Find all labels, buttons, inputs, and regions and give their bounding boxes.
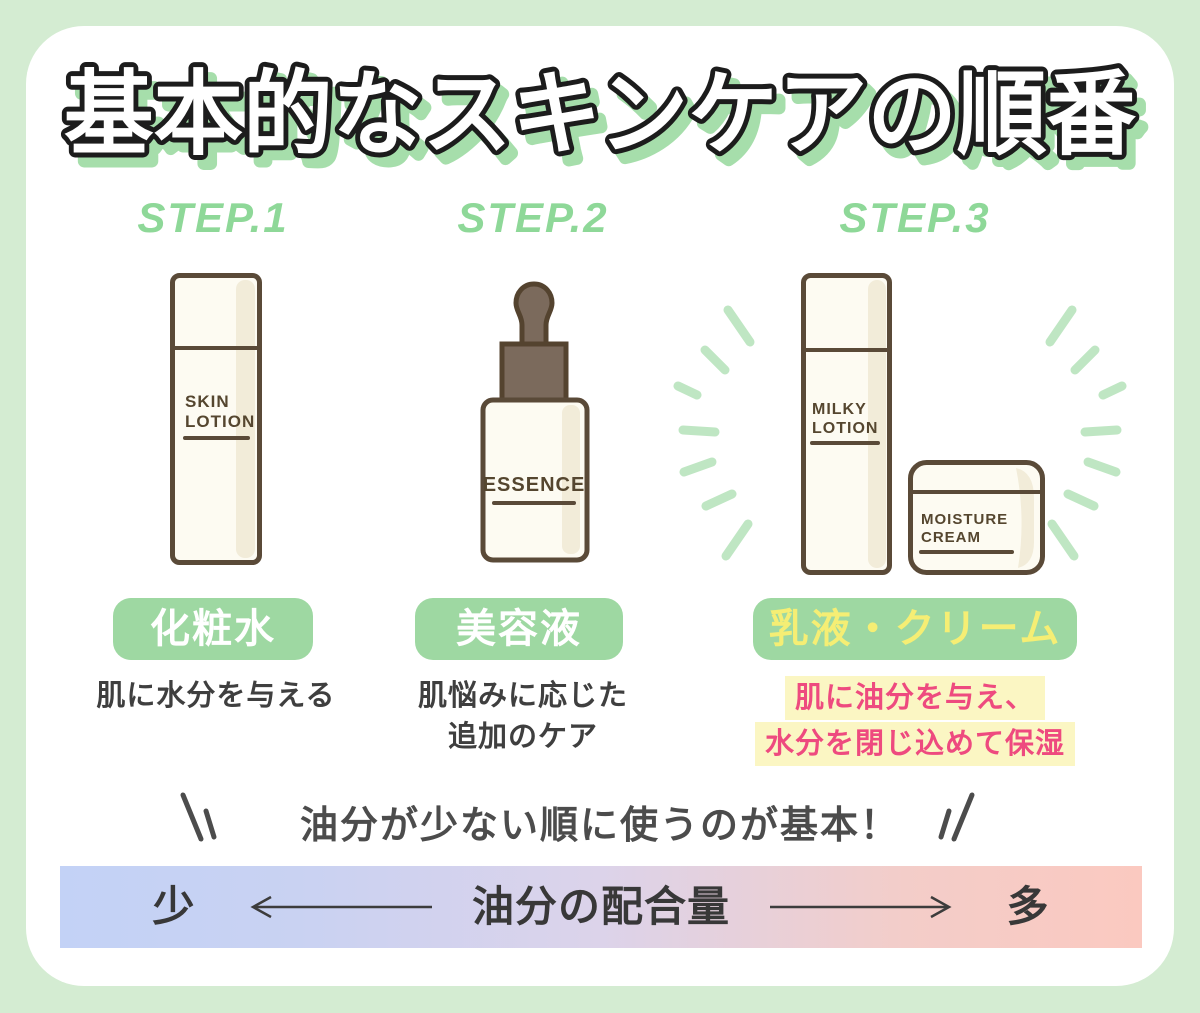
arrow-left-icon <box>250 895 432 919</box>
step2-description-line2: 追加のケア <box>447 721 598 753</box>
step3-description-line1: 肌に油分を与え、 <box>784 676 1045 720</box>
milky-lotion-label-line1: MILKY <box>812 401 867 418</box>
step1-label: STEP.1 <box>137 194 289 241</box>
step1-description: 肌に水分を与える <box>63 676 369 717</box>
scale-right-label: 多 <box>1006 883 1050 930</box>
page-title-art: 基本的なスキンケアの順番 基本的なスキンケアの順番 <box>59 56 1150 183</box>
skin-lotion-label-line1: SKIN <box>185 392 230 411</box>
badge-kesyousui: 化粧水 <box>113 598 313 660</box>
page-title: 基本的なスキンケアの順番 <box>64 61 1136 168</box>
badge-biyoueki: 美容液 <box>415 598 623 660</box>
emphasis-rays-left <box>673 305 755 561</box>
step3-label: STEP.3 <box>839 194 991 241</box>
note-slash-left-icon <box>180 792 217 842</box>
note-slash-right-icon <box>938 792 975 842</box>
moisture-cream-label-line1: MOISTURE <box>921 511 1008 528</box>
oil-amount-scale-bar: 少 油分の配合量 多 <box>60 866 1142 948</box>
milky-lotion-and-cream-illustration: MILKY LOTION MOISTURE CREAM <box>673 273 1127 575</box>
essence-dropper-illustration: ESSENCE <box>480 281 590 563</box>
step1-description-line1: 肌に水分を与える <box>96 680 336 712</box>
scale-center-label: 油分の配合量 <box>471 883 730 930</box>
scale-left-label: 少 <box>152 883 196 930</box>
step2-description-line1: 肌悩みに応じた <box>417 680 628 712</box>
step3-description-line2: 水分を閉じ込めて保湿 <box>754 722 1075 766</box>
note-text: 油分が少ない順に使うのが基本！ <box>299 805 900 847</box>
step2-label: STEP.2 <box>457 194 609 241</box>
step3-description: 肌に油分を与え、 水分を閉じ込めて保湿 <box>715 676 1115 768</box>
page-title-shadow: 基本的なスキンケアの順番 <box>73 71 1145 178</box>
emphasis-rays-right <box>1045 305 1127 561</box>
badge-nyueki-cream: 乳液・クリーム <box>753 598 1077 660</box>
milky-lotion-label-line2: LOTION <box>812 420 878 437</box>
step2-description: 肌悩みに応じた 追加のケア <box>370 676 676 758</box>
arrow-right-icon <box>770 895 952 919</box>
skin-lotion-bottle-illustration: SKIN LOTION <box>170 273 262 565</box>
moisture-cream-label-line2: CREAM <box>921 529 981 546</box>
essence-label: ESSENCE <box>483 474 586 496</box>
skin-lotion-label-line2: LOTION <box>185 412 255 431</box>
